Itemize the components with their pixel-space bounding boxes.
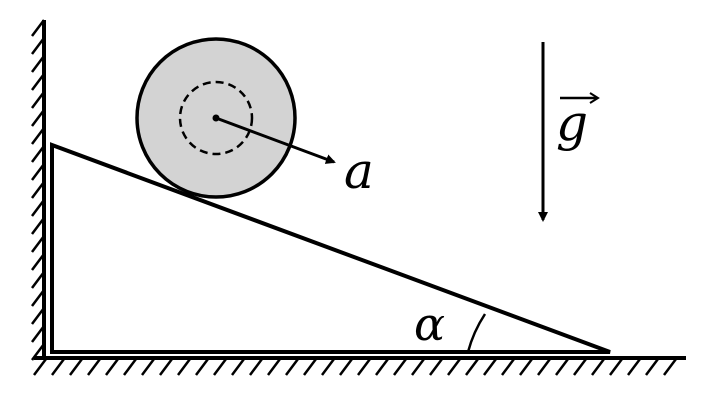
floor-hatching	[33, 358, 677, 376]
acceleration-label: a	[344, 142, 374, 200]
incline-wedge	[50, 142, 611, 354]
cylinder-inner-dashed	[178, 80, 254, 156]
gravity-label: g	[556, 94, 588, 152]
gravity-vector-bar-head	[589, 92, 600, 104]
angle-label: α	[414, 297, 445, 351]
angle-arc	[466, 313, 487, 353]
acceleration-arrow	[215, 116, 336, 164]
